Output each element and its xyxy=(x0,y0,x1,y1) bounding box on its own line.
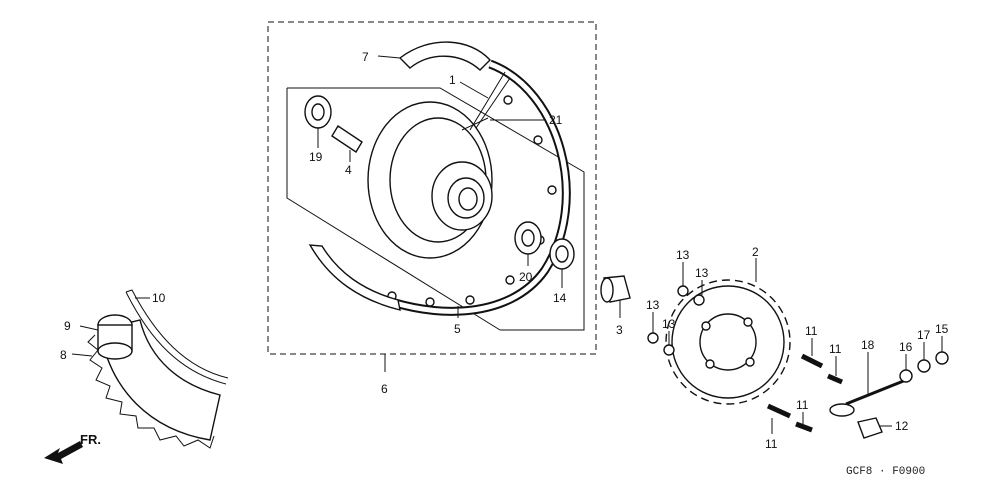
callout-3: 3 xyxy=(616,323,623,337)
callout-11: 11 xyxy=(796,398,809,412)
front-direction-label: FR. xyxy=(80,432,101,447)
callout-15: 15 xyxy=(935,322,949,336)
spoke-nipple xyxy=(461,117,489,131)
callout-13: 13 xyxy=(662,317,676,331)
front-direction-arrow xyxy=(44,441,83,464)
callout-16: 16 xyxy=(899,340,913,354)
assembly-boundary xyxy=(267,21,597,355)
callout-5: 5 xyxy=(454,322,461,336)
sprocket-nut xyxy=(647,332,659,344)
spoke xyxy=(475,77,511,129)
diagram-code: GCF8 · F0900 xyxy=(846,466,925,478)
callout-12: 12 xyxy=(895,419,909,433)
callout-14: 14 xyxy=(553,291,567,305)
callout-1: 1 xyxy=(449,73,456,87)
callout-19: 19 xyxy=(309,150,323,164)
driven-sprocket xyxy=(665,279,791,405)
callout-11: 11 xyxy=(829,342,842,356)
hub-group-outline xyxy=(287,87,585,331)
sprocket-nut xyxy=(677,285,689,297)
collar-4 xyxy=(331,125,363,153)
callout-11: 11 xyxy=(765,437,778,451)
callout-2: 2 xyxy=(752,245,759,259)
callout-21: 21 xyxy=(549,113,563,127)
wheel-hub xyxy=(367,101,493,259)
callout-18: 18 xyxy=(861,338,875,352)
bearing-20 xyxy=(514,221,542,255)
callout-13: 13 xyxy=(695,266,709,280)
rim-band-bottom xyxy=(308,244,401,311)
tire-assembly xyxy=(87,289,229,449)
rim xyxy=(358,59,571,316)
callout-4: 4 xyxy=(345,163,352,177)
bearing-19 xyxy=(304,95,332,129)
sprocket-bolts xyxy=(766,353,843,433)
leader-lines xyxy=(71,55,943,434)
callout-20: 20 xyxy=(519,270,533,284)
callout-8: 8 xyxy=(60,348,67,362)
callout-10: 10 xyxy=(152,291,166,305)
callout-6: 6 xyxy=(381,382,388,396)
callout-13: 13 xyxy=(676,248,690,262)
callout-11: 11 xyxy=(805,324,818,338)
chain-adjuster xyxy=(829,351,949,439)
callout-7: 7 xyxy=(362,50,369,64)
spoke xyxy=(469,71,506,131)
side-collar-3 xyxy=(600,275,631,303)
callout-13: 13 xyxy=(646,298,660,312)
sprocket-nut xyxy=(693,294,705,306)
callout-17: 17 xyxy=(917,328,931,342)
rim-band-top xyxy=(398,41,491,71)
dust-seal-14 xyxy=(549,238,575,270)
callout-9: 9 xyxy=(64,319,71,333)
hub-group-outline-left xyxy=(286,88,501,331)
sprocket-nut xyxy=(663,344,675,356)
